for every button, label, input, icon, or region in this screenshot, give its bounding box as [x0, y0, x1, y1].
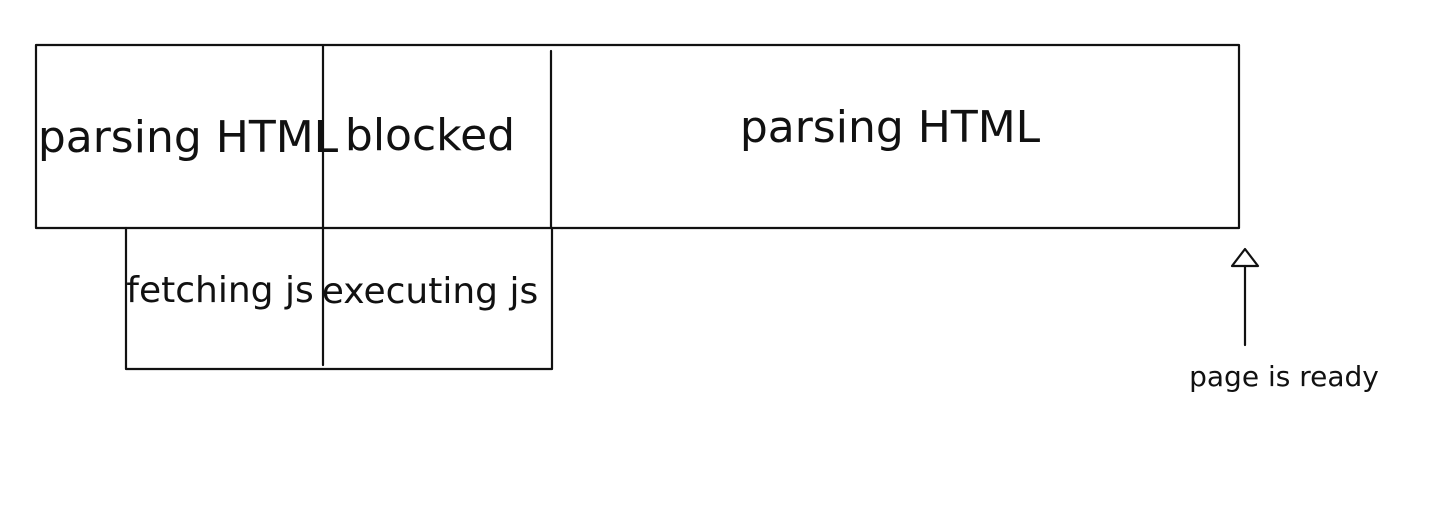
main-row-outline [34, 43, 1241, 230]
segment-executing-js: executing js [322, 271, 538, 312]
page-ready-marker: page is ready [1189, 247, 1379, 393]
script-timeline-row: fetching js executing js [124, 226, 554, 371]
segment-blocked: blocked [345, 110, 515, 161]
page-ready-label: page is ready [1189, 360, 1379, 393]
main-timeline-row: parsing HTML blocked parsing HTML [34, 43, 1241, 230]
segment-parsing-html-1: parsing HTML [38, 112, 339, 163]
segment-fetching-js: fetching js [126, 270, 313, 311]
script-row-outline [124, 226, 554, 371]
segment-parsing-html-2: parsing HTML [740, 102, 1041, 153]
arrow-up-icon [1230, 247, 1260, 347]
